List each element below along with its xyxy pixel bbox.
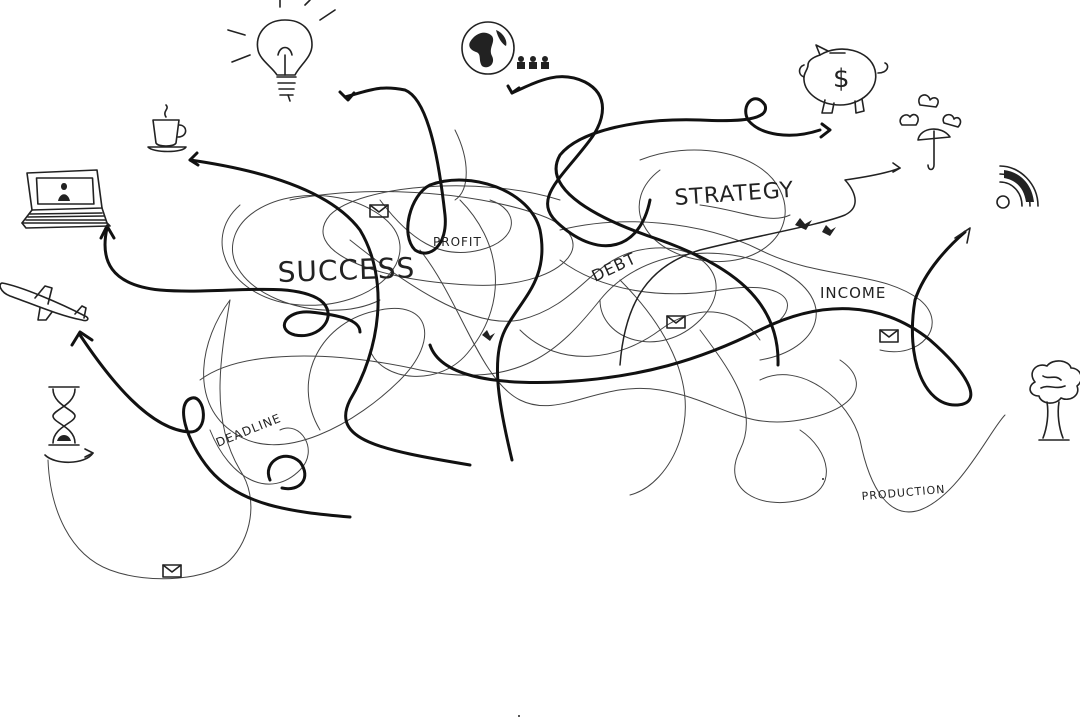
piggy-bank-icon: $ xyxy=(798,44,889,114)
dot-mark xyxy=(822,478,824,480)
tree-icon xyxy=(1029,360,1080,441)
arrow-to-rss xyxy=(428,230,973,407)
tangle-lines xyxy=(47,129,1006,580)
envelope-icon xyxy=(369,204,389,218)
label-success: SUCCESS xyxy=(277,251,416,289)
envelopes xyxy=(162,204,899,578)
envelope-icon xyxy=(162,564,182,578)
envelope-icon xyxy=(879,329,899,343)
dollar-sign: $ xyxy=(833,64,851,94)
people-icon xyxy=(517,56,549,69)
coffee-cup-icon xyxy=(147,104,187,153)
envelope-icon xyxy=(666,315,686,329)
label-income: INCOME xyxy=(820,284,886,302)
bird-icon xyxy=(482,218,836,341)
label-strategy: STRATEGY xyxy=(674,178,795,211)
arrow-to-coffee xyxy=(188,158,472,467)
bold-arrows xyxy=(70,75,973,519)
globe-icon xyxy=(461,21,515,75)
arrow-to-globe xyxy=(510,75,652,248)
hourglass-icon xyxy=(44,386,94,464)
arrow-to-umbrella xyxy=(619,167,901,366)
arrow-to-lightbulb xyxy=(343,86,544,462)
arrow-to-laptop xyxy=(103,226,362,338)
dot-mark xyxy=(518,715,520,717)
laptop-icon xyxy=(21,169,111,229)
label-profit: PROFIT xyxy=(433,235,482,249)
rss-icon xyxy=(996,165,1039,209)
label-production: PRODUCTION xyxy=(861,483,946,503)
airplane-icon xyxy=(0,282,89,322)
lightbulb-icon xyxy=(227,0,336,102)
umbrella-icon xyxy=(899,94,962,171)
arrow-to-airplane xyxy=(78,333,352,519)
label-debt: DEBT xyxy=(589,248,640,285)
